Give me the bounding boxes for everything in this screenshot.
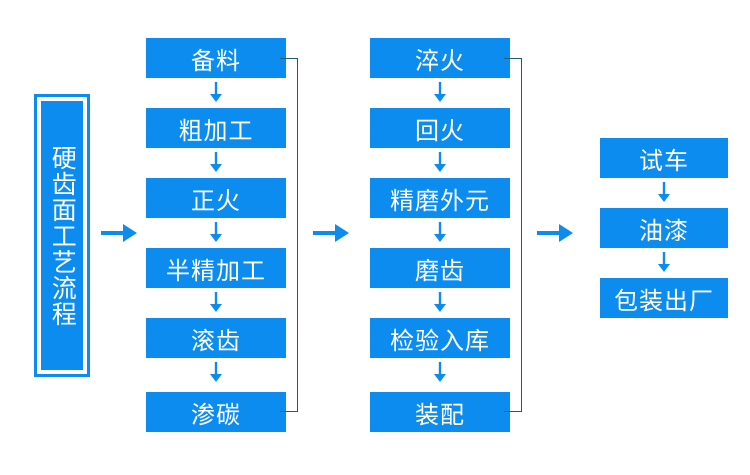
step-box-zhenghuo[interactable]: 正火 (146, 178, 286, 218)
step-arrow-down (203, 220, 229, 244)
wrap-connector-column2 (504, 58, 522, 412)
step-label: 精磨外元 (390, 186, 490, 215)
step-arrow-down (427, 220, 453, 244)
step-box-cuihuo[interactable]: 淬火 (370, 38, 510, 78)
step-box-shentan[interactable]: 渗碳 (146, 392, 286, 432)
wrap-connector-column1 (280, 58, 298, 412)
step-label: 正火 (191, 186, 241, 215)
step-box-zhuangpei[interactable]: 装配 (370, 392, 510, 432)
step-box-beiliao[interactable]: 备料 (146, 38, 286, 78)
step-label: 淬火 (415, 46, 465, 75)
step-arrow-down (203, 290, 229, 314)
step-arrow-down (203, 360, 229, 384)
step-box-mochi[interactable]: 磨齿 (370, 248, 510, 288)
step-label: 装配 (415, 400, 465, 429)
step-label: 检验入库 (390, 326, 490, 355)
step-arrow-down (651, 180, 677, 204)
step-box-huihuo[interactable]: 回火 (370, 108, 510, 148)
step-label: 油漆 (639, 216, 689, 245)
process-title-plaque: 硬齿面工艺流程 (34, 94, 90, 377)
connector-arrow-plaque-to-column1 (98, 220, 140, 246)
step-arrow-down (427, 290, 453, 314)
step-arrow-down (651, 250, 677, 274)
step-box-jianyanruku[interactable]: 检验入库 (370, 318, 510, 358)
step-box-cujiagong[interactable]: 粗加工 (146, 108, 286, 148)
step-box-gunchi[interactable]: 滚齿 (146, 318, 286, 358)
step-box-baozhuangchuchang[interactable]: 包装出厂 (600, 278, 728, 318)
step-arrow-down (427, 360, 453, 384)
step-box-shiche[interactable]: 试车 (600, 138, 728, 178)
step-arrow-down (427, 150, 453, 174)
step-label: 渗碳 (191, 400, 241, 429)
process-title-plaque-fill: 硬齿面工艺流程 (41, 101, 83, 370)
step-label: 备料 (191, 46, 241, 75)
step-label: 粗加工 (178, 116, 254, 145)
step-box-banjingjiagong[interactable]: 半精加工 (146, 248, 286, 288)
step-label: 包装出厂 (614, 286, 714, 315)
step-label: 半精加工 (166, 256, 266, 285)
step-box-youqi[interactable]: 油漆 (600, 208, 728, 248)
step-label: 磨齿 (415, 256, 465, 285)
step-box-jingmowaiyuan[interactable]: 精磨外元 (370, 178, 510, 218)
step-label: 回火 (415, 116, 465, 145)
step-label: 滚齿 (191, 326, 241, 355)
step-label: 试车 (639, 146, 689, 175)
step-arrow-down (203, 80, 229, 104)
connector-arrow-column2-to-column3 (534, 220, 576, 246)
process-title-text: 硬齿面工艺流程 (48, 144, 78, 327)
connector-arrow-column1-to-column2 (310, 220, 352, 246)
step-arrow-down (427, 80, 453, 104)
step-arrow-down (203, 150, 229, 174)
